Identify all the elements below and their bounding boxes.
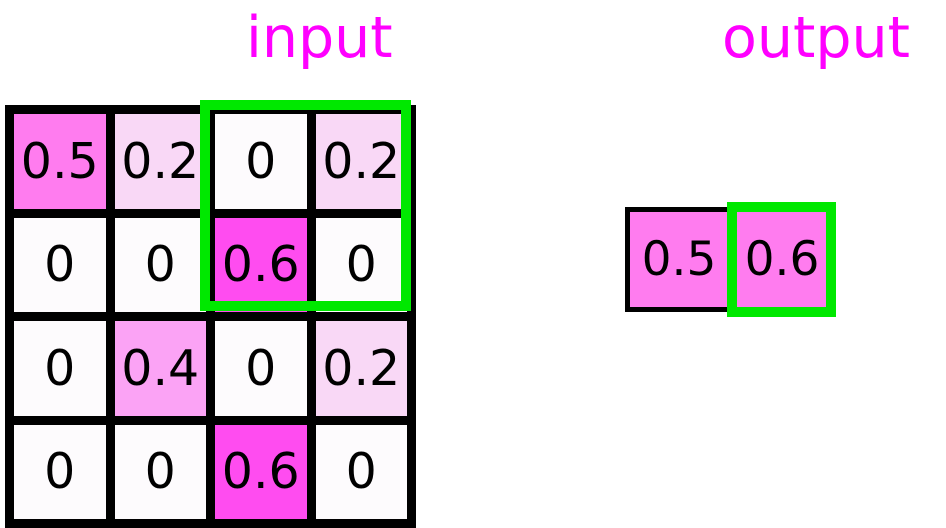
input-title: input	[246, 5, 393, 71]
input-matrix-cell: 0.2	[114, 114, 206, 209]
input-matrix-cell: 0.6	[215, 424, 307, 519]
input-matrix-cell: 0	[14, 217, 106, 312]
output-matrix-cell: 0.5	[630, 212, 728, 307]
input-matrix-cell: 0	[315, 217, 407, 312]
output-matrix-cell: 0.6	[733, 212, 831, 307]
output-title: output	[722, 5, 911, 71]
input-matrix-cell: 0	[215, 114, 307, 209]
input-matrix-cell: 0.4	[114, 321, 206, 416]
input-matrix-cell: 0	[114, 217, 206, 312]
input-matrix-cell: 0.2	[315, 321, 407, 416]
input-matrix-cell: 0.5	[14, 114, 106, 209]
input-matrix-cell: 0	[114, 424, 206, 519]
input-matrix-cell: 0	[215, 321, 307, 416]
input-matrix-cell: 0.2	[315, 114, 407, 209]
input-matrix-cell: 0	[14, 321, 106, 416]
input-matrix-cell: 0	[315, 424, 407, 519]
input-matrix-cell: 0.6	[215, 217, 307, 312]
input-matrix-cell: 0	[14, 424, 106, 519]
